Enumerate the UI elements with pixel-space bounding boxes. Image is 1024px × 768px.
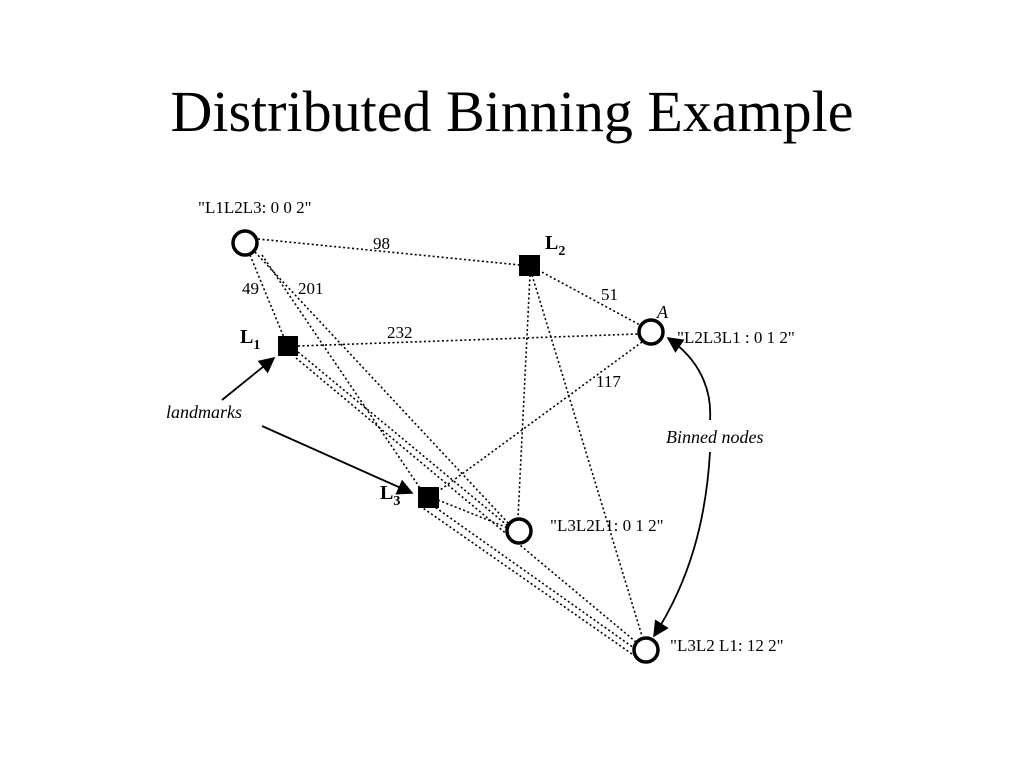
binned-nodes-caption: Binned nodes [666,427,763,447]
node-n4-label: "L3L2 L1: 12 2" [670,636,784,655]
edge-label-49: 49 [242,279,259,298]
edge-l2-a [537,269,641,326]
edge-a-l3 [435,341,643,494]
edge-n1-n3 [254,251,511,526]
node-a-name: A [656,302,669,322]
edges [249,238,643,655]
edge-label-232: 232 [387,323,413,342]
slide-title: Distributed Binning Example [170,79,854,144]
edge-label-201: 201 [298,279,324,298]
arrows [221,337,712,638]
landmarks-caption: landmarks [166,402,242,422]
landmark-l3-label: L3 [380,482,400,509]
node-n3 [505,517,533,545]
edge-l3-n4-a [431,504,635,649]
landmark-l3 [418,487,439,508]
edge-label-98: 98 [373,234,390,253]
edge-l3-n3 [437,499,509,529]
edge-l2-n3 [517,274,531,519]
edge-l1-a [297,333,639,347]
edge-l2-n4 [531,274,643,637]
arrow-binned-n4 [653,451,711,638]
node-n1-label: "L1L2L3: 0 0 2" [198,198,312,217]
node-a [637,318,665,346]
node-a-label: "L2L3L1 : 0 1 2" [677,328,795,347]
edge-n1-l1 [249,254,286,341]
node-n3-label: "L3L2L1: 0 1 2" [550,516,664,535]
edge-label-51: 51 [601,285,618,304]
node-n4 [632,636,660,664]
edge-n1-l2 [257,238,521,266]
landmark-l2-label: L2 [545,232,565,259]
edge-label-117: 117 [596,372,621,391]
landmark-l2 [519,255,540,276]
arrow-landmarks-l1 [221,356,276,401]
edge-n1-l3 [261,254,421,489]
arrow-binned-a [666,337,712,421]
landmark-l1 [278,336,298,356]
arrow-landmarks-l3 [261,425,414,495]
landmark-l1-label: L1 [240,326,260,353]
node-n1 [231,229,259,257]
edge-l1-n3 [297,351,509,527]
edge-l1-n4 [295,357,637,643]
